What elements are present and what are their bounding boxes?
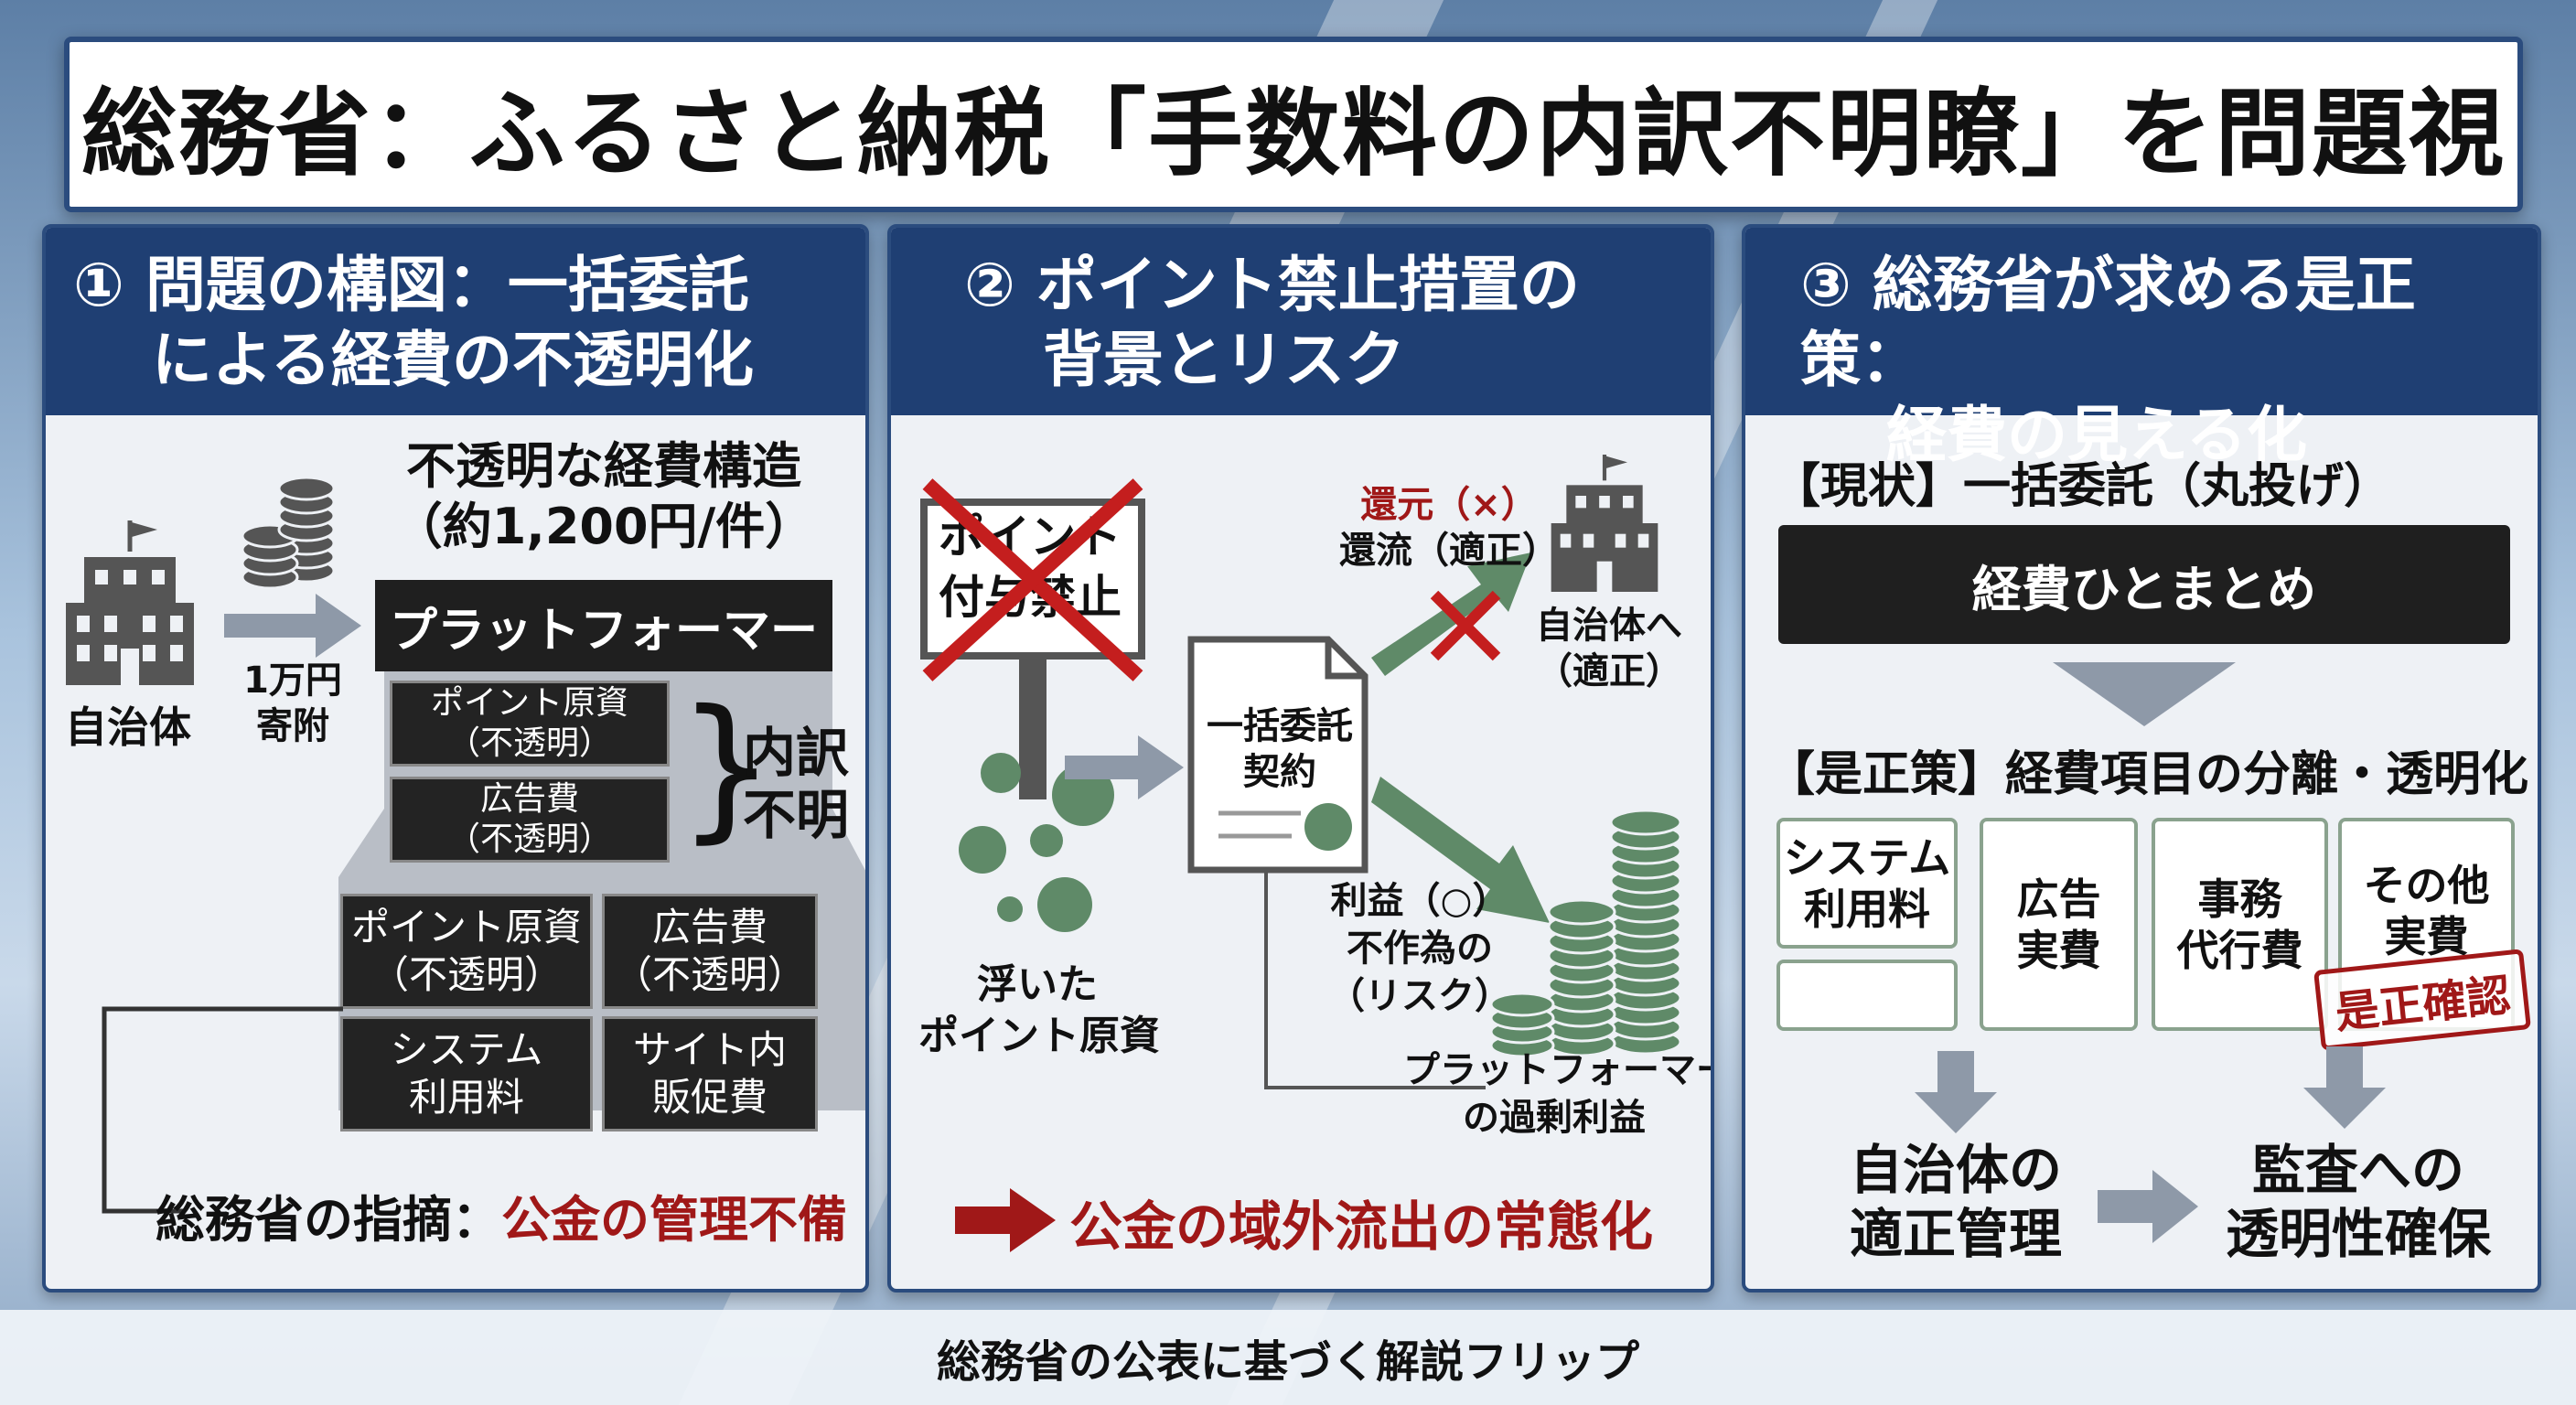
to-contract-arrow-icon — [1065, 735, 1184, 799]
outcome-audit-transparency: 監査への 透明性確保 — [2225, 1139, 2491, 1265]
profit-arrow-icon — [1371, 777, 1550, 923]
outcome-municipality-management: 自治体の 適正管理 — [1849, 1139, 2062, 1265]
mic-finding: 総務省の指摘：公金の管理不備 — [156, 1191, 847, 1249]
right-arrow-icon — [2098, 1170, 2198, 1243]
panel-problem-structure: ① 問題の構図：一括委託 による経費の不透明化 不透明な経費構造 （約1,200… — [42, 224, 869, 1292]
grid-item-point-source: ポイント原資（不透明） — [340, 894, 593, 1009]
bundled-cost-box: 経費ひとまとめ — [1778, 525, 2510, 644]
fix-label: 【是正策】経費項目の分離・透明化 — [1767, 747, 2529, 802]
down-funnel-arrow-icon — [2053, 662, 2236, 726]
inner-item-point-source: ポイント原資（不透明） — [390, 681, 670, 767]
connector-line — [102, 1006, 343, 1214]
footer: 総務省の公表に基づく解説フリップ — [0, 1310, 2576, 1405]
conclusion-text: 公金の域外流出の常態化 — [1069, 1196, 1654, 1258]
profit-risk-label: 利益（○） 不作為の （リスク） — [1328, 880, 1511, 1017]
grid-item-promo-fee: サイト内販促費 — [602, 1016, 818, 1132]
page-title: 総務省：ふるさと納税「手数料の内訳不明瞭」を問題視 — [80, 77, 2506, 189]
title-bar: 総務省：ふるさと納税「手数料の内訳不明瞭」を問題視 — [64, 37, 2523, 212]
platformer-box: プラットフォーマー — [375, 580, 832, 671]
municipality-label: 自治体 — [65, 702, 191, 752]
cross-mark-icon — [922, 478, 1143, 681]
current-state-label: 【現状】一括委託（丸投げ） — [1773, 459, 2392, 514]
item-system-fee: システム利用料 — [1776, 818, 1958, 949]
footer-caption: 総務省の公表に基づく解説フリップ — [936, 1336, 1639, 1388]
donation-arrow-icon — [224, 594, 361, 658]
breakdown-unknown-label: 内訳 不明 — [742, 722, 849, 846]
item-admin-fee: 事務代行費 — [2152, 818, 2328, 1031]
panel2-heading: ② ポイント禁止措置の 背景とリスク — [891, 228, 1711, 415]
connector-line — [1264, 873, 1486, 1089]
excess-profit-label: プラットフォーマー の過剰利益 — [1403, 1049, 1714, 1139]
donation-label: 1万円 寄附 — [243, 660, 342, 747]
item-ad-cost: 広告実費 — [1980, 818, 2138, 1031]
brace-symbol: } — [677, 677, 777, 858]
conclusion-arrow-icon — [955, 1188, 1056, 1252]
item-empty-slot — [1776, 960, 1958, 1031]
structure-title: 不透明な経費構造 （約1,200円/件） — [392, 437, 815, 555]
floating-points-label: 浮いた ポイント原資 — [918, 961, 1160, 1059]
coin-stacks-icon — [1489, 809, 1682, 1058]
blocked-cross-icon — [1430, 590, 1501, 661]
grid-item-ad-cost: 広告費（不透明） — [602, 894, 818, 1009]
coins-icon — [241, 476, 336, 590]
panel-corrective-measures: ③ 総務省が求める是正策： 経費の見える化 【現状】一括委託（丸投げ） 経費ひと… — [1742, 224, 2541, 1292]
municipality-destination-label: 自治体へ （適正） — [1536, 605, 1682, 692]
reflux-label: 還流（適正） — [1339, 530, 1559, 572]
point-ban-sign-icon — [920, 499, 1145, 799]
contract-document-icon — [1187, 636, 1368, 874]
contract-label: 一括委託 契約 — [1207, 705, 1353, 793]
panel-point-ban-risk: ② ポイント禁止措置の 背景とリスク ポイント 付与禁止 浮いた ポイント原資 — [887, 224, 1714, 1292]
panel1-heading: ① 問題の構図：一括委託 による経費の不透明化 — [46, 228, 865, 415]
municipality-building-icon — [1551, 455, 1658, 592]
municipality-building-icon — [66, 520, 194, 685]
down-arrow-icon — [1915, 1051, 1997, 1133]
inner-item-ad-cost: 広告費（不透明） — [390, 777, 670, 863]
down-arrow-icon — [2303, 1046, 2386, 1129]
panel3-heading: ③ 総務省が求める是正策： 経費の見える化 — [1745, 228, 2538, 470]
return-label: 還元（×） — [1360, 484, 1538, 526]
grid-item-system-fee: システム利用料 — [340, 1016, 593, 1132]
